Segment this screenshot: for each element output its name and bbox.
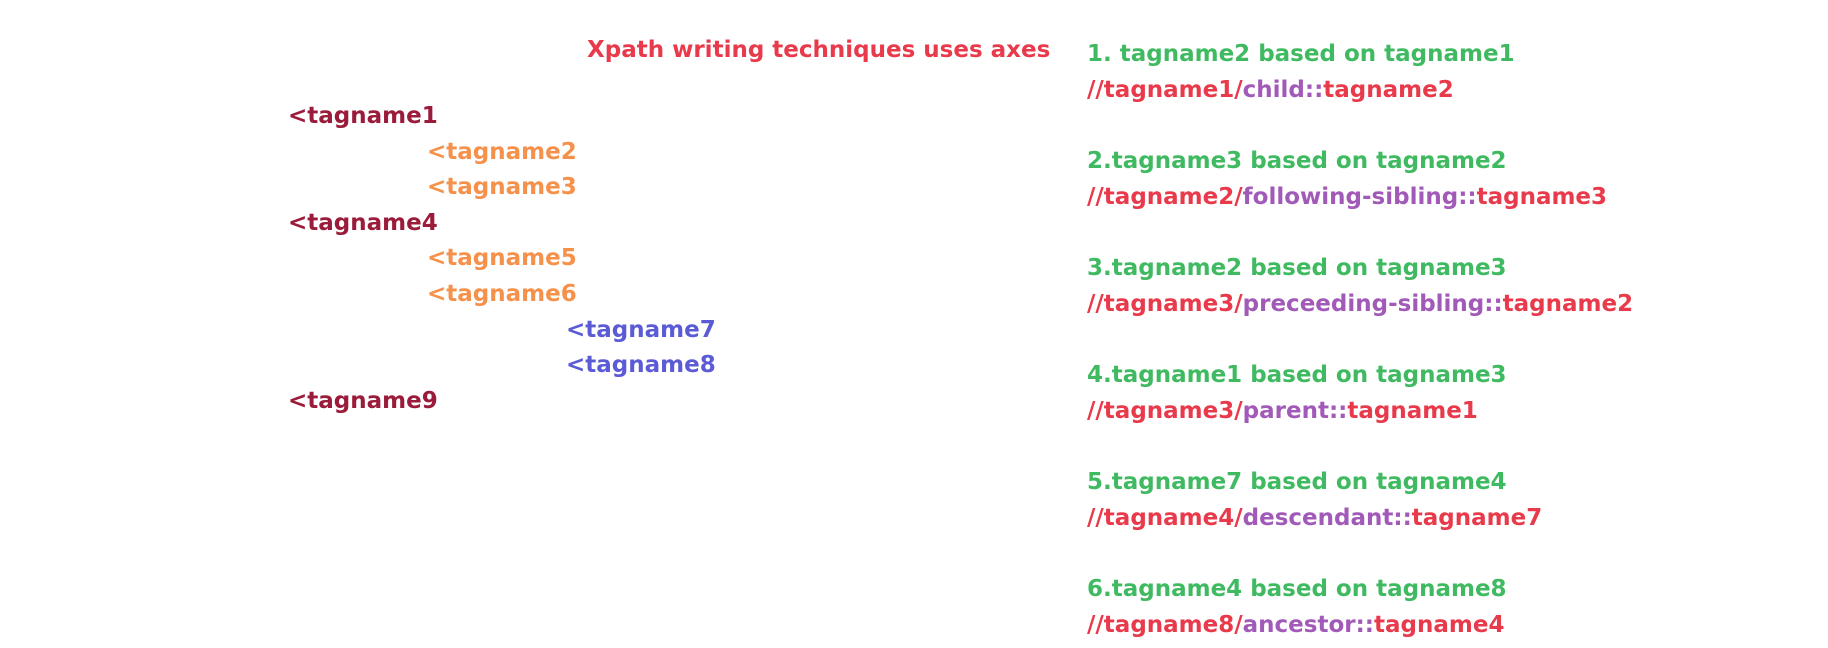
example-title: 3.tagname2 based on tagname3 [1087, 255, 1507, 281]
example-title: 4.tagname1 based on tagname3 [1087, 362, 1507, 388]
xpath-axis: child:: [1242, 77, 1324, 103]
xpath-path-end: tagname2 [1323, 77, 1454, 103]
example-title: 2.tagname3 based on tagname2 [1087, 148, 1507, 174]
xpath-path-end: tagname1 [1347, 398, 1478, 424]
tree-node: <tagname7 [566, 316, 716, 343]
xpath-path-start: //tagname3/ [1087, 291, 1243, 317]
xpath-path-start: //tagname2/ [1087, 184, 1243, 210]
xpath-path-end: tagname7 [1411, 505, 1543, 531]
tree-node: <tagname1 [288, 103, 438, 129]
example-xpath: //tagname8/ancestor::tagname4 [1087, 607, 1504, 643]
xpath-path-end: tagname4 [1374, 612, 1505, 638]
tree-node: <tagname6 [427, 281, 577, 307]
tree-node: <tagname2 [427, 138, 577, 165]
xpath-axis: parent:: [1242, 398, 1348, 424]
xpath-path-start: //tagname8/ [1087, 612, 1243, 638]
example-xpath: //tagname3/preceeding-sibling::tagname2 [1087, 286, 1633, 322]
example-title: 1. tagname2 based on tagname1 [1087, 41, 1515, 67]
tree-node: <tagname5 [427, 245, 577, 272]
xpath-path-start: //tagname1/ [1087, 77, 1243, 103]
page-title: Xpath writing techniques uses axes [587, 37, 1051, 63]
tree-node: <tagname4 [288, 209, 438, 236]
tree-node: <tagname8 [566, 352, 716, 379]
example-xpath: //tagname2/following-sibling::tagname3 [1087, 179, 1607, 215]
xpath-path-end: tagname2 [1502, 291, 1634, 317]
tree-node: <tagname3 [427, 174, 577, 201]
example-xpath: //tagname3/parent::tagname1 [1087, 393, 1478, 429]
example-xpath: //tagname1/child::tagname2 [1087, 72, 1454, 108]
xpath-path-end: tagname3 [1476, 184, 1608, 210]
xpath-path-start: //tagname4/ [1087, 505, 1243, 531]
xpath-axis: descendant:: [1242, 505, 1412, 531]
example-xpath: //tagname4/descendant::tagname7 [1087, 500, 1542, 536]
xpath-axis: ancestor:: [1242, 612, 1375, 638]
example-title: 6.tagname4 based on tagname8 [1087, 576, 1507, 602]
xpath-path-start: //tagname3/ [1087, 398, 1243, 424]
xpath-axis: preceeding-sibling:: [1242, 291, 1503, 317]
xpath-axis: following-sibling:: [1242, 184, 1477, 210]
example-title: 5.tagname7 based on tagname4 [1087, 469, 1507, 495]
tree-node: <tagname9 [288, 387, 438, 414]
